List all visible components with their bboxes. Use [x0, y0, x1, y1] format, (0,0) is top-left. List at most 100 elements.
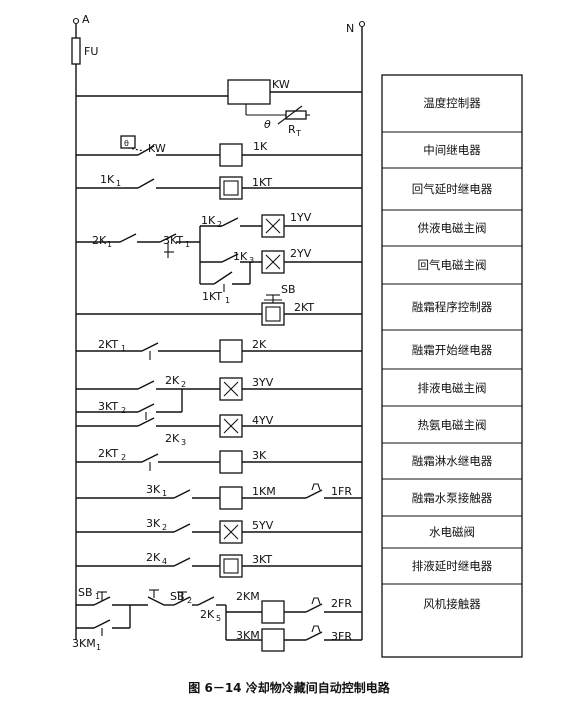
sensor-label-sub: T [295, 129, 301, 138]
valve-2yv-label: 2YV [290, 247, 312, 260]
legend-item: 供液电磁主阀 [418, 221, 487, 235]
contact-3km1-label: 3KM [72, 637, 96, 650]
contactor-3km-label: 3KM [236, 629, 260, 642]
row-4yv [76, 414, 362, 438]
thermostat-symbol [120, 135, 136, 149]
button-sb1-sub: 1 [95, 592, 100, 601]
figure-caption: 图 6－14 冷却物冷藏间自动控制电路 [188, 680, 390, 695]
legend-item: 回气延时继电器 [412, 182, 493, 196]
row-3yv [76, 377, 362, 420]
rail-a [71, 17, 81, 640]
row-5yv [76, 520, 362, 544]
legend-item: 中间继电器 [423, 143, 481, 157]
valve-4yv-label: 4YV [252, 414, 274, 427]
fuse-symbol [71, 37, 81, 65]
contact-1k3-sub: 3 [249, 256, 254, 265]
overload-2fr-label: 2FR [331, 597, 352, 610]
contact-2k5-sub: 5 [216, 614, 221, 623]
contact-1kt1-label: 1KT [202, 290, 222, 303]
row-2km-3km [76, 589, 362, 652]
contact-2kt1-sub: 1 [121, 344, 126, 353]
row-1yv-2yv [76, 214, 362, 292]
time-relay-coil [219, 176, 243, 200]
relay-1k-label: 1K [253, 140, 268, 153]
contact-2k5-label: 2K [200, 608, 215, 621]
controller-theta: θ [264, 118, 271, 131]
contactor-2km-label: 2KM [236, 590, 260, 603]
fuse-label: FU [84, 45, 98, 58]
legend-item: 回气电磁主阀 [418, 258, 487, 272]
row-3kt [76, 554, 362, 578]
legend-item: 融霜水泵接触器 [412, 491, 493, 505]
relay-coil [219, 143, 243, 167]
contactor-coil-3km [261, 628, 285, 652]
contactor-coil-1km [219, 486, 243, 510]
contact-3k2-sub: 2 [162, 523, 167, 532]
valve-1yv-label: 1YV [290, 211, 312, 224]
contact-3kt2-sub: 2 [121, 406, 126, 415]
contact-3k2-label: 3K [146, 517, 161, 530]
overload-1fr-label: 1FR [331, 485, 352, 498]
contactor-1km-label: 1KM [252, 485, 276, 498]
sensor-label: R [288, 123, 296, 136]
contact-2kt2-sub: 2 [121, 453, 126, 462]
temperature-controller [76, 79, 362, 125]
valve-5yv-label: 5YV [252, 519, 274, 532]
relay-3k-label: 3K [252, 449, 267, 462]
time-relay-coil-2kt [261, 302, 285, 326]
contact-2k4-label: 2K [146, 551, 161, 564]
contact-2k3-label: 2K [165, 432, 180, 445]
contact-1k3-label: 1K [233, 250, 248, 263]
relay-2k-label: 2K [252, 338, 267, 351]
contactor-coil-2km [261, 600, 285, 624]
legend-item: 融霜淋水继电器 [412, 454, 493, 468]
contact-2k2-label: 2K [165, 374, 180, 387]
legend-table [381, 74, 523, 658]
contact-2k4-sub: 4 [162, 557, 167, 566]
legend-item: 温度控制器 [423, 96, 481, 110]
contact-3km1-sub: 1 [96, 643, 101, 652]
relay-coil-3k [219, 450, 243, 474]
relay-3kt-label: 3KT [252, 553, 272, 566]
contact-2kt1-label: 2KT [98, 338, 118, 351]
terminal-a-label: A [82, 13, 90, 26]
legend-item: 风机接触器 [423, 597, 481, 611]
relay-coil-2k [219, 339, 243, 363]
row-1kt [76, 176, 362, 200]
terminal-n-label: N [346, 22, 354, 35]
controller-label: KW [272, 78, 290, 91]
row-3k [76, 450, 362, 474]
contact-3k1-label: 3K [146, 483, 161, 496]
relay-2kt-label: 2KT [294, 301, 314, 314]
contact-2k1-sub: 1 [107, 240, 112, 249]
contact-2kt2-label: 2KT [98, 447, 118, 460]
button-sb1-label: SB [78, 586, 93, 599]
rail-n [358, 20, 366, 640]
contact-3kt1-label: 3KT [163, 234, 183, 247]
contact-1k2-label: 1K [201, 214, 216, 227]
overload-3fr-label: 3FR [331, 630, 352, 643]
legend-item: 热氨电磁主阀 [418, 418, 487, 432]
contact-1k2-sub: 2 [217, 220, 222, 229]
contact-2k1-label: 2K [92, 234, 107, 247]
time-relay-coil-3kt [219, 554, 243, 578]
button-sb-label: SB [281, 283, 296, 296]
legend-item: 融霜开始继电器 [412, 343, 493, 357]
relay-1kt-label: 1KT [252, 176, 272, 189]
sensor-resistor [285, 110, 307, 120]
legend-item: 排液延时继电器 [412, 559, 493, 573]
contact-3kt1-sub: 1 [185, 240, 190, 249]
row-2kt [76, 294, 362, 326]
row-1k [76, 135, 362, 167]
legend-item: 水电磁阀 [429, 525, 475, 539]
contact-1k1-sub: 1 [116, 179, 121, 188]
row-2k [76, 339, 362, 363]
thermostat-theta: θ [124, 139, 129, 148]
contact-2k2-sub: 2 [181, 380, 186, 389]
contact-1kt1-sub: 1 [225, 296, 230, 305]
contact-3kt2-label: 3KT [98, 400, 118, 413]
row-1km [76, 483, 362, 510]
contact-2k3-sub: 3 [181, 438, 186, 447]
valve-3yv-label: 3YV [252, 376, 274, 389]
